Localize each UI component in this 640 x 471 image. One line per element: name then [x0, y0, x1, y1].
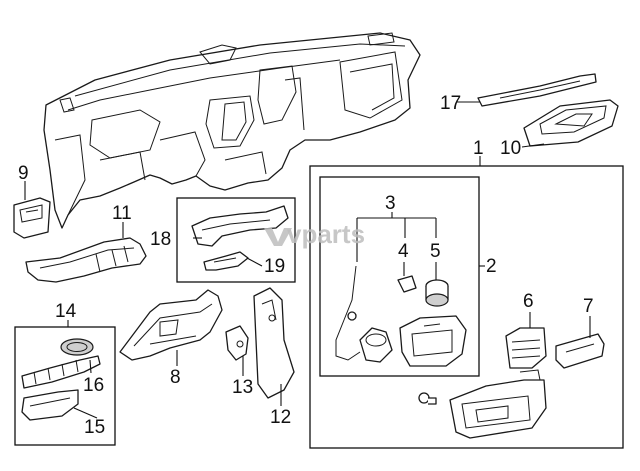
- callout-11: 11: [112, 203, 132, 224]
- group-box-2: [319, 176, 480, 377]
- part-4-knob: [397, 275, 417, 293]
- callout-6: 6: [523, 291, 534, 312]
- part-18-brace: [191, 205, 289, 247]
- part-socket: [359, 327, 393, 363]
- part-8-lower-panel: [119, 289, 223, 361]
- instrument-panel-part: [43, 32, 421, 229]
- callout-1: 1: [473, 138, 484, 159]
- callout-17: 17: [440, 93, 461, 114]
- part-10-panel: [523, 99, 619, 147]
- leader-lines: [24, 101, 591, 419]
- part-wire-harness: [335, 265, 361, 361]
- part-16-bracket: [21, 355, 101, 389]
- part-12-side-cover: [253, 287, 295, 399]
- callout-2: 2: [486, 256, 497, 277]
- callout-3: 3: [385, 193, 396, 214]
- group-box-1: [309, 165, 624, 449]
- callout-16: 16: [83, 375, 104, 396]
- part-15-cover: [21, 389, 79, 421]
- callout-10: 10: [500, 138, 521, 159]
- part-14-vent: [60, 338, 94, 356]
- callout-5: 5: [430, 241, 441, 262]
- part-switch-module: [399, 315, 467, 367]
- callout-8: 8: [170, 367, 181, 388]
- part-5-lighter: [425, 279, 449, 307]
- part-6-vent: [505, 327, 547, 369]
- callout-7: 7: [583, 296, 594, 317]
- part-lower-housing: [449, 369, 547, 439]
- part-screw: [418, 392, 437, 405]
- group-box-18: [176, 197, 296, 283]
- callout-9: 9: [18, 163, 29, 184]
- callout-19: 19: [264, 256, 285, 277]
- callout-13: 13: [232, 377, 253, 398]
- callout-15: 15: [84, 417, 105, 438]
- callout-12: 12: [270, 407, 291, 428]
- watermark-logo: vparts: [264, 219, 365, 249]
- callout-14: 14: [55, 301, 77, 322]
- part-7-trim: [555, 333, 605, 369]
- watermark-text: vparts: [287, 219, 365, 249]
- part-11-bracket: [25, 237, 147, 283]
- group-box-14: [14, 326, 116, 446]
- callout-4: 4: [398, 241, 409, 262]
- callout-18: 18: [150, 229, 171, 250]
- part-13-bracket: [225, 325, 249, 361]
- part-9-bracket: [13, 197, 51, 239]
- part-17-garnish: [477, 73, 597, 107]
- part-19-clip: [203, 251, 249, 271]
